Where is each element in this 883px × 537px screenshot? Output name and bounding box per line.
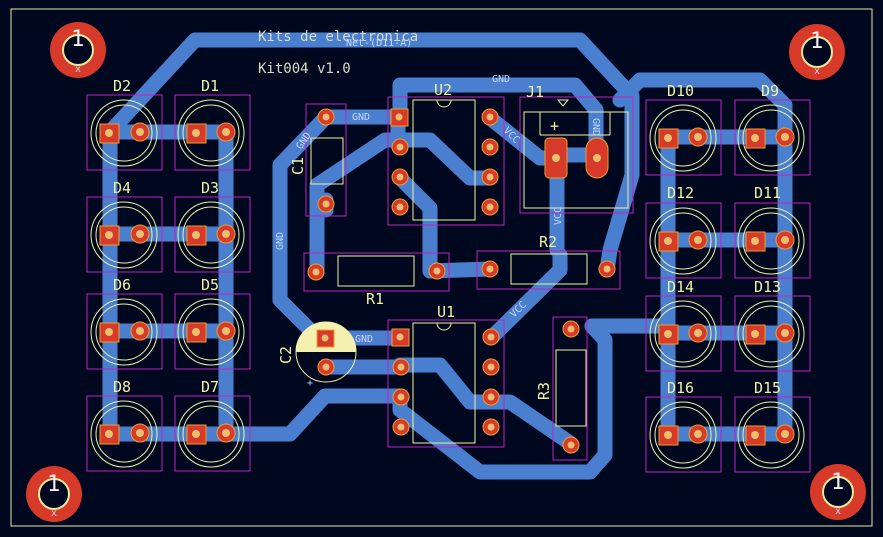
board-version: Kit004 v1.0 bbox=[258, 61, 351, 77]
ref-d15: D15 bbox=[754, 379, 781, 397]
net-gnd-u1: GND bbox=[355, 334, 373, 345]
ref-r2: R2 bbox=[539, 233, 557, 251]
net-gnd-top: GND bbox=[492, 74, 510, 85]
ref-c1: C1 bbox=[289, 157, 307, 175]
ref-d6: D6 bbox=[113, 276, 131, 294]
mounting-hole-bottom-right bbox=[810, 464, 866, 520]
ref-d11: D11 bbox=[754, 184, 781, 202]
net-label-d11: Net-(D11-A) bbox=[346, 38, 412, 49]
courtyards bbox=[86, 94, 811, 473]
ref-d5: D5 bbox=[201, 276, 219, 294]
mh-mark-bl: x bbox=[51, 508, 57, 519]
ref-d10: D10 bbox=[667, 82, 694, 100]
board-outline bbox=[10, 8, 873, 527]
ref-c2: C2 bbox=[277, 346, 295, 364]
ref-u1: U1 bbox=[437, 303, 455, 321]
ref-d7: D7 bbox=[201, 378, 219, 396]
ref-j1: J1 bbox=[526, 83, 544, 101]
mh-label-br: 1 bbox=[831, 470, 844, 495]
ref-d4: D4 bbox=[113, 179, 131, 197]
net-gnd-left: GND bbox=[275, 232, 286, 250]
silkscreen bbox=[90, 99, 805, 469]
ref-r1: R1 bbox=[366, 290, 384, 308]
ref-u2: U2 bbox=[434, 81, 452, 99]
mh-label-bl: 1 bbox=[47, 472, 60, 497]
ref-d16: D16 bbox=[667, 379, 694, 397]
mounting-hole-bottom-left bbox=[26, 466, 82, 522]
net-gnd-j1: GND bbox=[590, 118, 601, 136]
c2-plus-mark: + bbox=[307, 378, 313, 389]
pad-holes bbox=[105, 113, 789, 449]
j1-plus-mark: + bbox=[550, 117, 559, 135]
mh-mark-br: x bbox=[835, 506, 841, 517]
ref-d1: D1 bbox=[201, 77, 219, 95]
mh-mark-tr: x bbox=[814, 66, 820, 77]
ref-d12: D12 bbox=[667, 184, 694, 202]
ref-d9: D9 bbox=[761, 82, 779, 100]
mounting-hole-top-right bbox=[789, 24, 845, 80]
ref-d13: D13 bbox=[754, 278, 781, 296]
ref-d2: D2 bbox=[113, 77, 131, 95]
board-title: Kits de electronica bbox=[258, 29, 418, 45]
net-vcc-j1: VCC bbox=[553, 207, 564, 225]
ref-d3: D3 bbox=[201, 179, 219, 197]
mounting-hole-top-left bbox=[50, 22, 106, 78]
net-gnd-c1: GND bbox=[352, 112, 370, 123]
mh-label-tl: 1 bbox=[71, 27, 84, 52]
ref-d14: D14 bbox=[667, 278, 694, 296]
mounting-holes bbox=[26, 22, 866, 522]
ref-d8: D8 bbox=[113, 378, 131, 396]
ref-r3: R3 bbox=[535, 382, 553, 400]
mh-label-tr: 1 bbox=[810, 29, 823, 54]
mh-mark-tl: x bbox=[75, 64, 81, 75]
